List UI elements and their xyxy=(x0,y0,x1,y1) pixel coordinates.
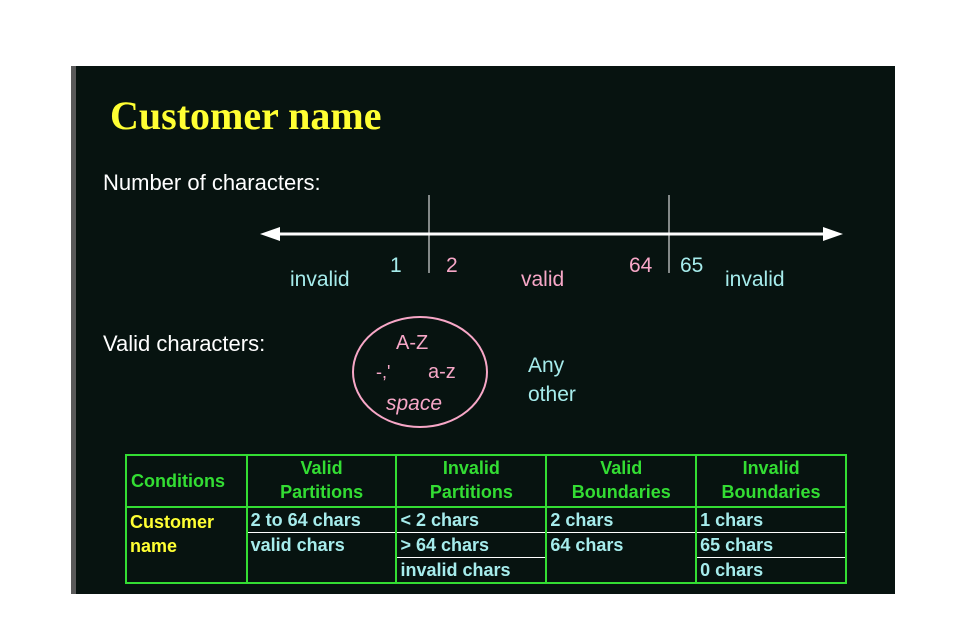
valid-set-upper: A-Z xyxy=(396,332,429,354)
range-right-arrowhead xyxy=(823,227,843,241)
range-invalid-low: invalid xyxy=(290,268,350,291)
any-other-line-1: Any xyxy=(528,354,565,377)
range-valid: valid xyxy=(521,268,565,291)
valid-set-symbols: -,' xyxy=(376,362,391,382)
header-conditions: Conditions xyxy=(125,454,248,508)
valid-boundaries-cell: 2 chars 64 chars xyxy=(545,506,698,584)
invalid-partitions-cell: < 2 chars > 64 chars invalid chars xyxy=(395,506,548,584)
range-tick-65: 65 xyxy=(680,254,704,277)
slide-title: Customer name xyxy=(110,93,382,138)
valid-set-lower: a-z xyxy=(428,361,456,383)
range-diagram xyxy=(260,195,843,428)
slide: Customer name Number of characters: inva… xyxy=(71,66,895,594)
range-tick-1: 1 xyxy=(390,254,402,277)
number-of-characters-label: Number of characters: xyxy=(103,170,321,195)
condition-cell: Customer name xyxy=(125,506,248,584)
range-tick-64: 64 xyxy=(629,254,653,277)
range-left-arrowhead xyxy=(260,227,280,241)
valid-partitions-cell: 2 to 64 chars valid chars xyxy=(245,506,398,584)
range-tick-2: 2 xyxy=(446,254,458,277)
valid-set-space: space xyxy=(386,392,443,415)
table-row: Customer name 2 to 64 chars valid chars … xyxy=(125,506,847,584)
range-invalid-high: invalid xyxy=(725,268,785,291)
invalid-boundaries-cell: 1 chars 65 chars 0 chars xyxy=(695,506,847,584)
valid-characters-label: Valid characters: xyxy=(103,331,266,356)
any-other-line-2: other xyxy=(528,383,576,406)
valid-characters-ellipse xyxy=(352,316,488,428)
